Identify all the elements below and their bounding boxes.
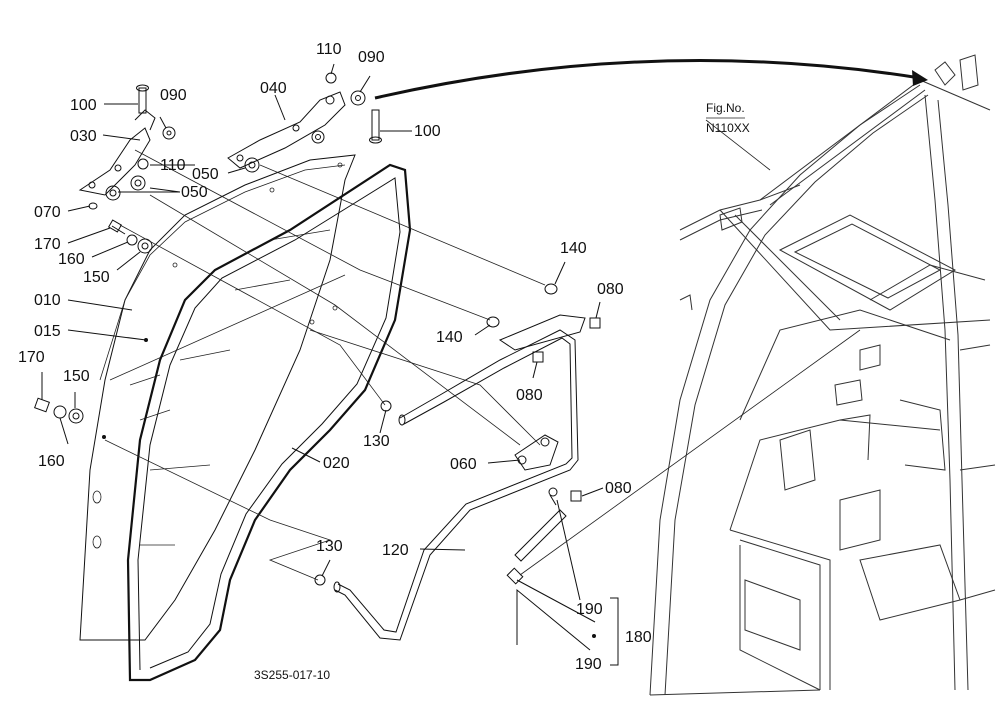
label-100-right: 100 [414,123,441,140]
hinge-040 [227,91,346,169]
hardware-parts [34,72,601,638]
label-040: 040 [260,80,287,97]
label-120: 120 [382,542,409,559]
label-170-lower: 170 [18,349,45,366]
label-140-upper: 140 [560,240,587,257]
cab-frame [649,54,996,696]
label-080-lower: 080 [605,480,632,497]
gas-damper-180 [506,487,567,585]
label-090-top: 090 [358,49,385,66]
label-140-lower: 140 [436,329,463,346]
fig-no-label: Fig.No. [706,101,745,115]
part-labels: 100 090 030 110 050 070 170 160 150 010 … [18,41,750,682]
label-180: 180 [625,629,652,646]
label-130-middle: 130 [363,433,390,450]
label-170-upper: 170 [34,236,61,253]
fig-ref-code: N110XX [706,121,750,135]
label-060: 060 [450,456,477,473]
label-100-top-left: 100 [70,97,97,114]
bracket-060 [498,314,586,471]
label-110-top: 110 [316,41,342,58]
label-050-center: 050 [192,166,219,183]
label-050-left: 050 [181,184,208,201]
arrow-to-cab [374,59,928,100]
door-glass [79,154,356,641]
label-080-middle: 080 [516,387,543,404]
leader-lines [41,63,861,666]
label-015: 015 [34,323,61,340]
label-070: 070 [34,204,61,221]
label-190-lower: 190 [575,656,602,673]
label-160-lower: 160 [38,453,65,470]
door-rod-120 [333,329,579,641]
label-020: 020 [323,455,350,472]
label-030: 030 [70,128,97,145]
label-090-top-left: 090 [160,87,187,104]
drawing-code: 3S255-017-10 [254,668,330,682]
label-190-upper: 190 [576,601,603,618]
label-110-left: 110 [160,157,186,174]
label-080-upper: 080 [597,281,624,298]
hinge-030 [78,109,156,196]
door-seal [126,163,412,682]
label-160-upper: 160 [58,251,85,268]
label-130-lower: 130 [316,538,343,555]
label-150-upper: 150 [83,269,110,286]
label-010: 010 [34,292,61,309]
label-150-lower: 150 [63,368,90,385]
